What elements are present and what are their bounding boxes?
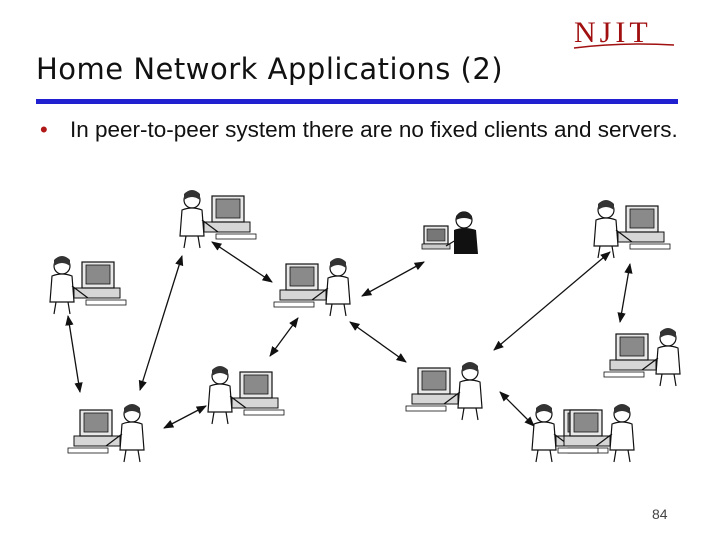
node-n5 — [405, 361, 483, 421]
link-n5-n11 — [499, 391, 535, 427]
link-n5-n8-path — [493, 251, 611, 351]
link-n3-n8 — [269, 317, 299, 357]
bullet-marker: • — [40, 117, 48, 142]
njit-logo: NJIT — [573, 16, 675, 49]
node-n11 — [557, 403, 635, 463]
node-n4 — [421, 211, 479, 255]
network-links — [65, 241, 633, 429]
link-n6-n7 — [163, 405, 207, 429]
link-n9-n10 — [617, 262, 633, 324]
title-rule — [36, 99, 678, 104]
node-n6 — [67, 403, 145, 463]
node-n7 — [207, 365, 285, 425]
node-n3 — [273, 257, 351, 317]
node-n2 — [179, 189, 257, 249]
node-n1 — [49, 255, 127, 315]
node-n8 — [593, 199, 671, 259]
page-number: 84 — [652, 506, 668, 522]
link-n2-n3 — [211, 241, 273, 283]
link-n3-n5 — [349, 321, 407, 363]
link-n2-n7 — [138, 255, 184, 391]
link-n3-n4 — [361, 261, 425, 297]
node-n9 — [603, 327, 681, 387]
bullet-text: In peer-to-peer system there are no fixe… — [70, 117, 678, 142]
slide-title: Home Network Applications (2) — [36, 52, 504, 86]
link-n1-n6 — [65, 314, 83, 394]
